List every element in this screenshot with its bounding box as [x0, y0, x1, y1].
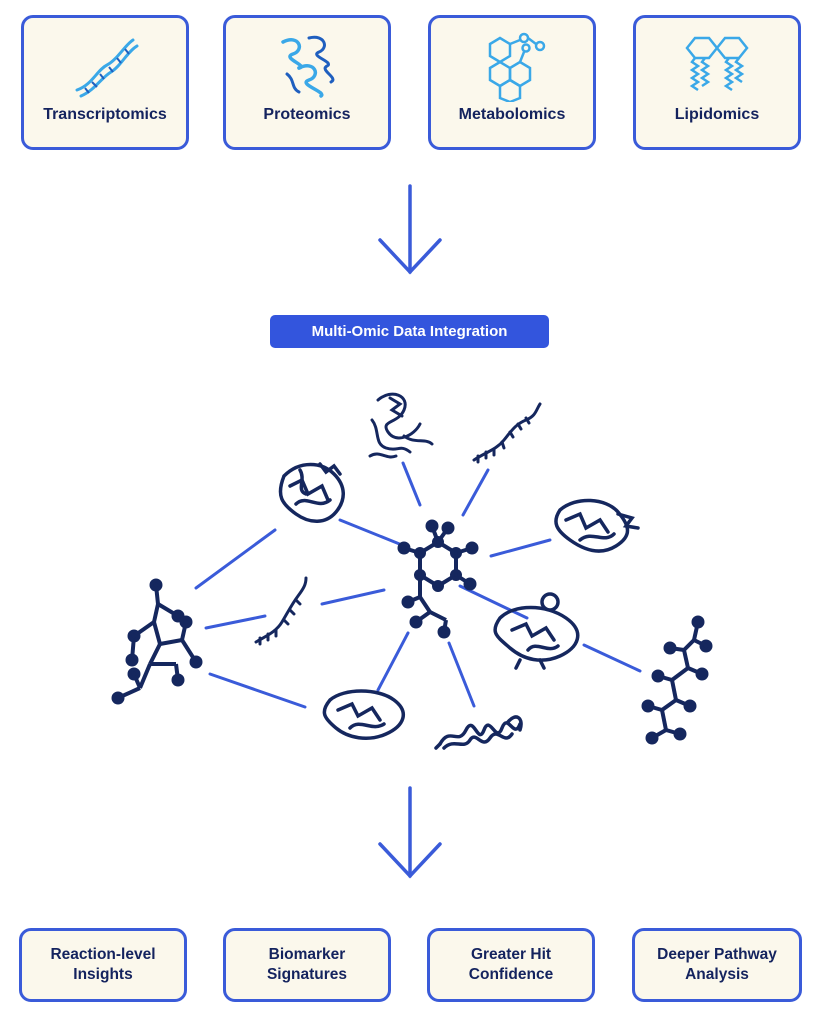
molecule-rings-icon [488, 32, 546, 102]
metabolomics-card: Metabolomics [428, 15, 596, 150]
metabolomics-label: Metabolomics [458, 106, 566, 123]
transcriptomics-card: Transcriptomics [21, 15, 189, 150]
rna-strand-icon [472, 402, 542, 464]
protein-structure-icon [493, 592, 580, 670]
central-molecule-icon [397, 519, 479, 639]
ketone-molecule-icon [111, 578, 203, 705]
transcriptomics-label: Transcriptomics [43, 106, 167, 123]
lipidomics-label: Lipidomics [674, 106, 760, 123]
arrow-down-icon [378, 786, 442, 879]
integration-banner: Multi-Omic Data Integration [270, 315, 549, 348]
lipid-icon [685, 36, 749, 92]
protein-structure-icon [368, 392, 434, 459]
network-links [194, 461, 642, 709]
lipidomics-card: Lipidomics [633, 15, 801, 150]
helix-protein-icon [434, 715, 523, 750]
protein-structure-icon [278, 462, 345, 523]
protein-helix-icon [281, 35, 335, 98]
proteomics-label: Proteomics [263, 106, 351, 123]
proteomics-card: Proteomics [223, 15, 391, 150]
dna-helix-icon [75, 38, 139, 98]
protein-structure-icon [554, 498, 640, 553]
alkane-chain-icon [641, 615, 713, 745]
arrow-down-icon [378, 184, 442, 275]
rna-strand-icon [254, 576, 308, 646]
protein-structure-icon [322, 689, 405, 741]
